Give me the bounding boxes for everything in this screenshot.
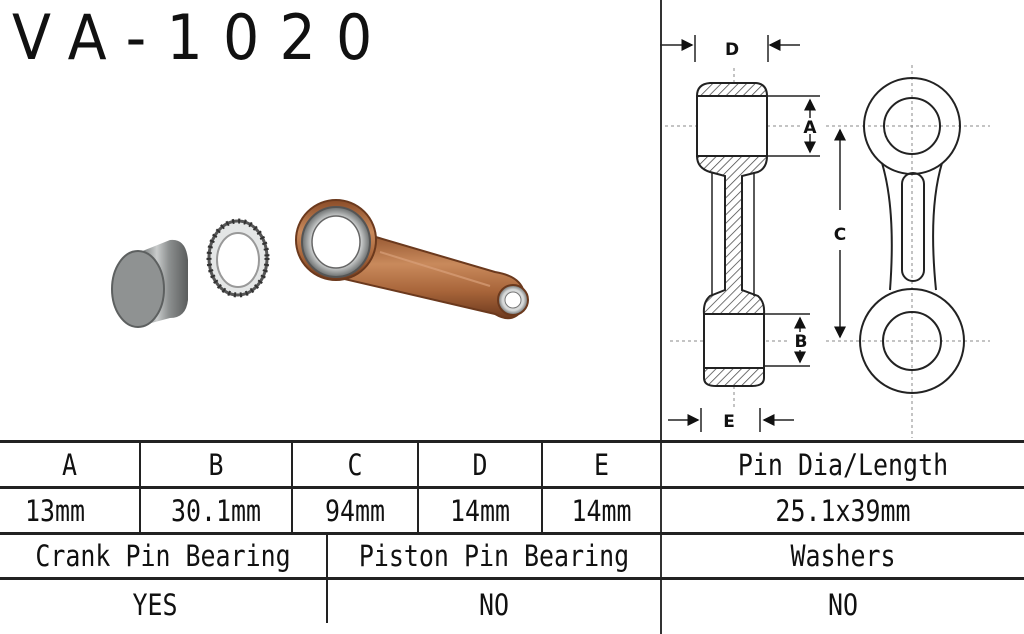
table-line-3 (0, 532, 1024, 535)
spec-value-pin: 25.1x39mm (775, 493, 911, 528)
vertical-divider (660, 0, 662, 634)
col-sep-1 (139, 441, 141, 533)
part-number-title: VA-1020 (12, 1, 393, 74)
spec-header-c: C (347, 447, 363, 482)
piston-pin-icon (111, 239, 188, 328)
spec-value-a: 13mm (24, 493, 86, 528)
label-b: B (795, 332, 808, 352)
connecting-rod-icon (295, 199, 529, 320)
spec-value-c: 94mm (324, 493, 386, 528)
spec-header-pin: Pin Dia/Length (737, 447, 949, 482)
spec-header-e: E (593, 447, 610, 482)
table-line-2 (0, 486, 1024, 489)
parts-value-crank-pin-bearing: YES (132, 588, 178, 622)
spec-header-a: A (61, 447, 78, 482)
spec-header-b: B (208, 447, 224, 482)
spec-value-d: 14mm (449, 493, 511, 528)
parts-value-piston-pin-bearing: NO (478, 588, 510, 622)
parts-header-washers: Washers (790, 538, 896, 573)
parts-header-piston-pin-bearing: Piston Pin Bearing (358, 538, 630, 573)
product-photo (111, 199, 529, 328)
table-line-top (0, 440, 1024, 443)
label-e: E (723, 412, 735, 432)
label-c: C (834, 225, 846, 245)
spec-value-e: 14mm (571, 493, 632, 528)
label-d: D (725, 40, 739, 60)
dimension-diagram: D A C B E (660, 35, 990, 438)
label-a: A (803, 118, 817, 138)
needle-bearing-icon (206, 218, 270, 298)
col-sep-3 (417, 441, 419, 533)
col-sep-5 (326, 533, 328, 623)
spec-value-b: 30.1mm (170, 493, 262, 528)
col-sep-4 (541, 441, 543, 533)
parts-value-washers: NO (827, 588, 859, 622)
table-line-4 (0, 577, 1024, 580)
parts-header-crank-pin-bearing: Crank Pin Bearing (35, 538, 291, 573)
col-sep-2 (291, 441, 293, 533)
spec-header-d: D (472, 447, 488, 482)
